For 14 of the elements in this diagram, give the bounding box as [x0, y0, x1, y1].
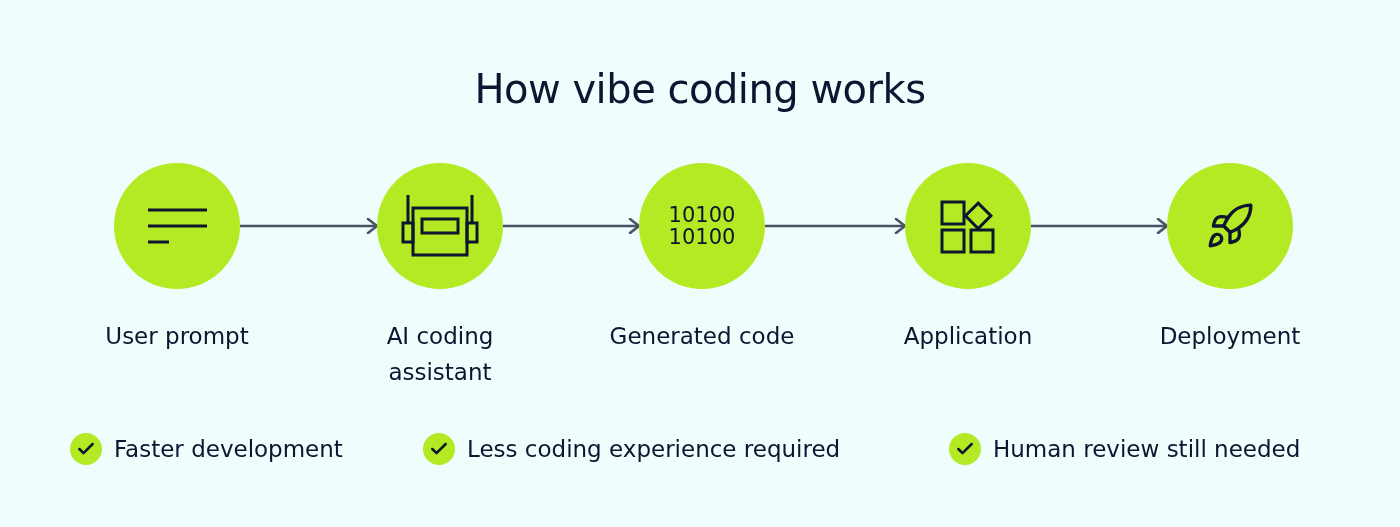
binary-digits: 10100 10100 — [667, 204, 737, 248]
step-label: User prompt — [104, 322, 250, 351]
benefit-text: Human review still needed — [993, 436, 1301, 462]
step-label: Deployment — [1158, 322, 1302, 351]
step-label: Application — [902, 322, 1034, 351]
arrow — [503, 217, 641, 235]
arrow — [765, 217, 907, 235]
title: How vibe coding works — [473, 66, 927, 112]
benefit-text: Faster development — [114, 436, 343, 462]
benefit-text: Less coding experience required — [467, 436, 841, 462]
arrow — [1031, 217, 1169, 235]
arrow — [240, 217, 379, 235]
step-label: Generated code — [608, 322, 796, 351]
step-label: AI coding assistant — [385, 322, 495, 387]
